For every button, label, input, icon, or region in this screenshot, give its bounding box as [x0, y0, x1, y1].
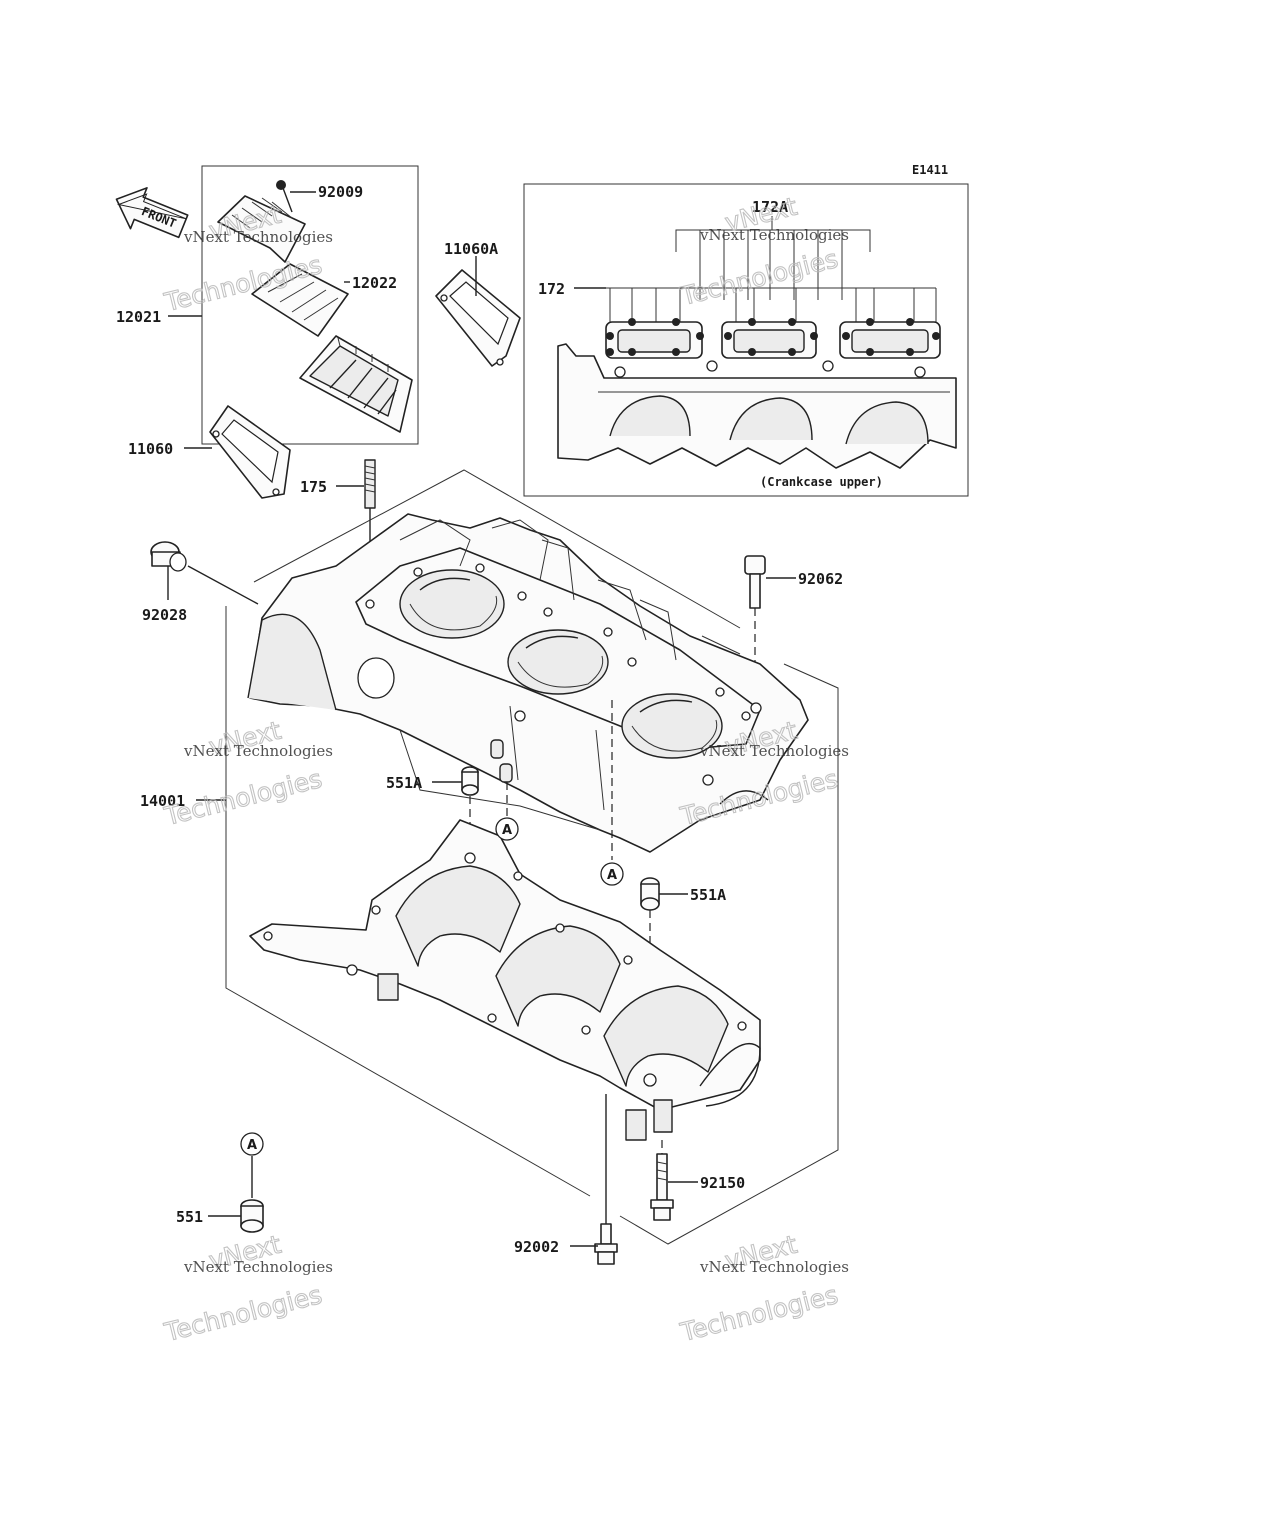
- callout-12022: 12022: [352, 274, 397, 292]
- svg-text:Technologies: Technologies: [677, 244, 841, 311]
- cylinder-bore-1: [399, 569, 505, 639]
- gasket-11060: [209, 405, 291, 499]
- svg-text:A: A: [247, 1138, 257, 1153]
- ref-marker-a-2: A: [600, 862, 624, 886]
- reed-valve-group: [201, 165, 419, 445]
- callout-14001: 14001: [140, 792, 185, 810]
- inset-caption: (Crankcase upper): [760, 475, 883, 489]
- ref-marker-a-1: A: [495, 817, 519, 841]
- assembly-frame: [225, 469, 839, 1245]
- callout-551: 551: [176, 1208, 203, 1226]
- callout-551a-top: 551A: [386, 774, 422, 792]
- callout-551a-right: 551A: [690, 886, 726, 904]
- gasket-11060a: [435, 269, 521, 367]
- svg-text:A: A: [502, 823, 512, 838]
- svg-text:A: A: [607, 868, 617, 883]
- bearing-saddle-3: [603, 985, 729, 1087]
- bolt-92062: [744, 555, 766, 700]
- svg-text:vNext Technologies: vNext Technologies: [183, 742, 333, 760]
- ref-marker-a-3: A: [240, 1132, 264, 1156]
- svg-text:vNext Technologies: vNext Technologies: [699, 742, 849, 760]
- crankcase-upper: [247, 513, 809, 853]
- reed-mount-3: [839, 321, 941, 359]
- bolt-92002: [594, 1094, 618, 1265]
- bushing-92028: [150, 541, 259, 605]
- svg-text:Technologies: Technologies: [161, 764, 325, 831]
- callout-11060a: 11060A: [444, 240, 498, 258]
- watermark-bottom-left: vNext vNext Technologies Technologies: [160, 1229, 333, 1348]
- callout-92009: 92009: [318, 183, 363, 201]
- watermark-top-right: vNext vNext Technologies Technologies: [676, 191, 849, 312]
- lower-bolt-holes: [263, 852, 747, 1087]
- bearing-saddle-2: [495, 925, 621, 1027]
- callout-12021: 12021: [116, 308, 161, 326]
- callout-175: 175: [300, 478, 327, 496]
- svg-text:vNext Technologies: vNext Technologies: [699, 1258, 849, 1276]
- valve-stopper-plate: [217, 195, 306, 263]
- svg-text:Technologies: Technologies: [161, 1280, 325, 1347]
- callout-172: 172: [538, 280, 565, 298]
- dowel-551: [240, 1156, 264, 1233]
- callout-92028: 92028: [142, 606, 187, 624]
- bearing-saddle-1: [395, 865, 521, 967]
- cylinder-bore-3: [621, 693, 723, 759]
- reed-body: [299, 335, 413, 433]
- leader-lines: [167, 191, 796, 1247]
- watermark-mid-left: vNext vNext Technologies Technologies: [160, 715, 333, 832]
- reed-mount-2: [721, 321, 817, 359]
- crankcase-lower: [249, 819, 761, 1141]
- svg-text:vNext Technologies: vNext Technologies: [183, 1258, 333, 1276]
- screw-92009-icon: [276, 180, 293, 213]
- dowel-551a-right: [640, 877, 660, 1080]
- bolt-92150: [650, 1140, 674, 1221]
- mount-bolt-dots: [606, 318, 940, 356]
- watermark-bottom-right: vNext vNext Technologies Technologies: [676, 1229, 849, 1348]
- reed-petals: [251, 263, 349, 337]
- deck-bolt-holes: [365, 563, 762, 721]
- front-arrow-icon: FRONT: [115, 187, 189, 239]
- callout-92062: 92062: [798, 570, 843, 588]
- svg-text:Technologies: Technologies: [677, 1280, 841, 1347]
- svg-text:vNext Technologies: vNext Technologies: [699, 226, 849, 244]
- callout-172a: 172A: [752, 198, 788, 216]
- crankcase-upper-inset: (Crankcase upper): [523, 183, 969, 497]
- callout-11060: 11060: [128, 440, 173, 458]
- cylinder-bore-2: [507, 629, 609, 695]
- callout-92150: 92150: [700, 1174, 745, 1192]
- reed-mount-1: [605, 321, 703, 359]
- diagram-code: E1411: [912, 163, 948, 177]
- svg-text:vNext Technologies: vNext Technologies: [183, 228, 333, 246]
- callout-92002: 92002: [514, 1238, 559, 1256]
